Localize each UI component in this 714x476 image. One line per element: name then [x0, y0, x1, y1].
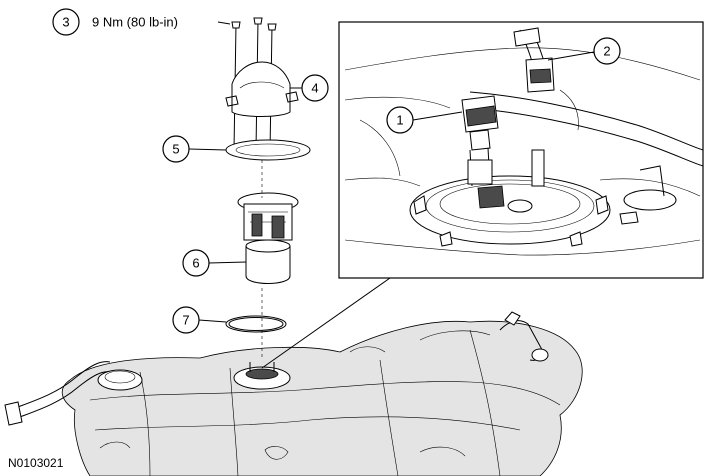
figure-id: N0103021: [8, 456, 64, 470]
svg-text:3: 3: [62, 15, 69, 30]
exploded-components: [225, 17, 311, 360]
svg-text:1: 1: [396, 113, 403, 128]
callout-3: 3 9 Nm (80 lb-in): [52, 8, 231, 36]
retainer-cover: [225, 61, 299, 117]
svg-text:4: 4: [311, 81, 318, 96]
svg-text:2: 2: [603, 44, 610, 59]
svg-text:7: 7: [182, 313, 189, 328]
torque-spec-label: 9 Nm (80 lb-in): [92, 15, 178, 30]
callout-4: 4: [290, 74, 329, 102]
lock-ring: [225, 139, 311, 161]
svg-text:6: 6: [192, 256, 199, 271]
svg-text:5: 5: [172, 142, 179, 157]
callout-5: 5: [162, 135, 227, 163]
callout-7: 7: [172, 306, 227, 334]
fuel-tank: [4, 311, 583, 476]
detail-leader-line: [261, 277, 391, 369]
bolts: [231, 17, 277, 153]
fuel-pump-module: [237, 192, 299, 284]
callout-2: 2: [547, 37, 621, 65]
callout-6: 6: [182, 249, 247, 277]
o-ring-seal: [225, 315, 287, 333]
detail-inset: [261, 21, 704, 369]
callout-1: 1: [386, 106, 463, 134]
